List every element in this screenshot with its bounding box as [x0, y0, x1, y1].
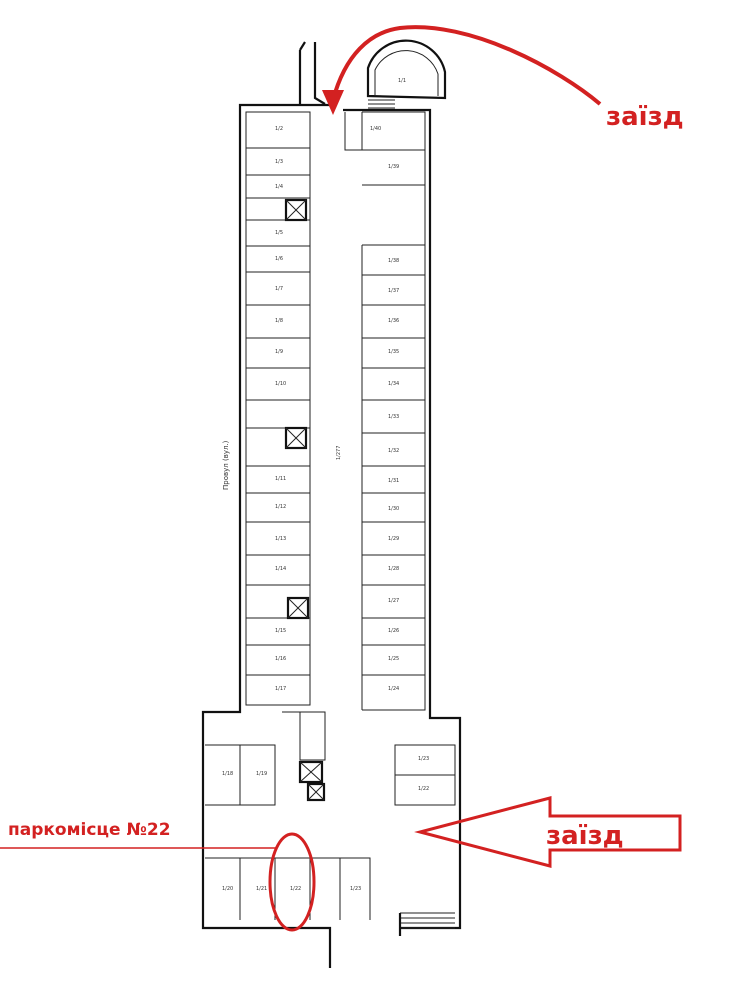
svg-text:1/18: 1/18: [222, 771, 233, 777]
svg-text:1/39: 1/39: [388, 164, 399, 170]
svg-text:1/30: 1/30: [388, 506, 399, 512]
elevator-shafts: [284, 198, 326, 802]
svg-text:1/32: 1/32: [388, 448, 399, 454]
svg-text:1/29: 1/29: [388, 536, 399, 542]
svg-text:1/28: 1/28: [388, 566, 399, 572]
svg-text:1/19: 1/19: [256, 771, 267, 777]
aisle-mark: 1/277: [336, 446, 342, 460]
svg-text:1/12: 1/12: [275, 504, 286, 510]
building-outline: [201, 41, 462, 968]
side-entry-arrow: [414, 796, 682, 868]
svg-text:1/25: 1/25: [388, 656, 399, 662]
svg-text:1/36: 1/36: [388, 318, 399, 324]
street-label: Провул (вул.): [222, 440, 230, 490]
svg-text:1/3: 1/3: [275, 159, 283, 165]
svg-text:1/8: 1/8: [275, 318, 283, 324]
svg-text:1/13: 1/13: [275, 536, 286, 542]
svg-text:1/23: 1/23: [418, 756, 429, 762]
lower-section: 1/18 1/19 1/23 1/22 1/20 1/21 1/22 1/23: [205, 711, 456, 936]
svg-text:1/5: 1/5: [275, 230, 283, 236]
svg-text:1/22: 1/22: [418, 786, 429, 792]
entry-label-side: заїзд: [546, 821, 624, 851]
svg-text:1/10: 1/10: [275, 381, 286, 387]
svg-text:1/23: 1/23: [350, 886, 361, 892]
svg-text:1/27: 1/27: [388, 598, 399, 604]
svg-text:1/26: 1/26: [388, 628, 399, 634]
entry-label-top: заїзд: [606, 102, 684, 132]
svg-text:1/6: 1/6: [275, 256, 283, 262]
svg-text:1/40: 1/40: [370, 126, 381, 132]
svg-text:1/38: 1/38: [388, 258, 399, 264]
right-parking-bays: 1/40 1/39 1/38 1/37 1/36 1/35 1/34 1/33 …: [362, 126, 425, 692]
svg-text:1/24: 1/24: [388, 686, 399, 692]
svg-text:1/15: 1/15: [275, 628, 286, 634]
svg-text:1/16: 1/16: [275, 656, 286, 662]
svg-text:1/31: 1/31: [388, 478, 399, 484]
top-entry-arrow: [322, 25, 602, 115]
svg-text:1/2: 1/2: [275, 126, 283, 132]
svg-text:1/22: 1/22: [290, 886, 301, 892]
svg-text:1/33: 1/33: [388, 414, 399, 420]
svg-text:1/21: 1/21: [256, 886, 267, 892]
svg-text:1/34: 1/34: [388, 381, 399, 387]
left-parking-bays: 1/2 1/3 1/4 1/5 1/6 1/7 1/8 1/9 1/10 1/1…: [246, 126, 310, 692]
svg-text:1/9: 1/9: [275, 349, 283, 355]
svg-text:1/14: 1/14: [275, 566, 286, 572]
svg-text:1/37: 1/37: [388, 288, 399, 294]
svg-text:1/17: 1/17: [275, 686, 286, 692]
svg-text:1/11: 1/11: [275, 476, 286, 482]
svg-text:1/4: 1/4: [275, 184, 283, 190]
svg-text:1/20: 1/20: [222, 886, 233, 892]
ramp-rotunda: 1/1: [366, 39, 447, 109]
svg-text:1/7: 1/7: [275, 286, 283, 292]
svg-text:1/1: 1/1: [398, 78, 406, 84]
svg-text:1/35: 1/35: [388, 349, 399, 355]
parking-spot-label: паркомісце №22: [8, 820, 171, 840]
parking-spot-marker: [0, 832, 316, 932]
